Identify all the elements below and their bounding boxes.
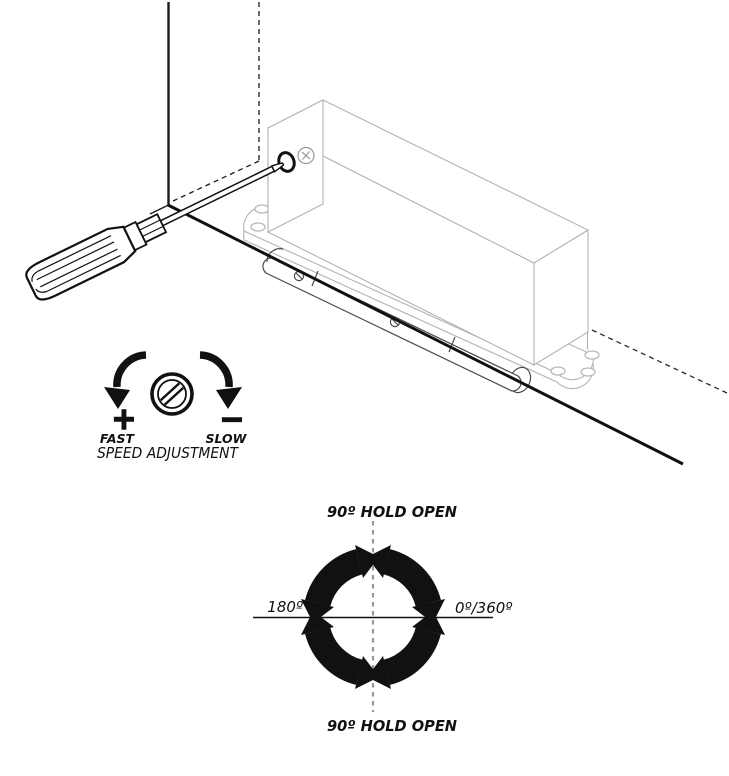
floor-line xyxy=(167,203,684,466)
door-panel xyxy=(149,2,260,215)
speed-adjustment-legend: + − FAST SLOW SPEED ADJUSTMENT xyxy=(97,351,248,462)
plus-symbol: + xyxy=(111,402,136,437)
rotation-arrowhead xyxy=(367,656,391,689)
screwdriver xyxy=(25,162,285,301)
rail-bracket xyxy=(266,248,284,263)
rotation-arrowhead xyxy=(301,611,334,635)
hold-open-bottom-label: 90º HOLD OPEN xyxy=(327,717,457,735)
minus-symbol: − xyxy=(219,402,244,437)
rail-screw-slot xyxy=(391,318,399,326)
ring-arc-sw xyxy=(305,627,363,685)
plate-hole xyxy=(254,204,270,214)
rail-screw-slot xyxy=(295,272,303,280)
hold-open-top-label: 90º HOLD OPEN xyxy=(327,503,457,521)
slow-label: SLOW xyxy=(206,431,248,446)
rotation-ring xyxy=(305,549,441,685)
plate-hole xyxy=(550,366,566,376)
floor-hidden-line xyxy=(591,329,728,394)
closer-body xyxy=(266,99,590,366)
door-bottom-edge xyxy=(149,204,169,215)
fast-label: FAST xyxy=(100,431,136,446)
installation-drawing xyxy=(25,2,728,466)
rotation-arrowhead xyxy=(367,545,391,578)
rotation-diagram: 90º HOLD OPEN 90º HOLD OPEN 180º 0º/360º xyxy=(253,503,512,735)
rotation-arrowhead xyxy=(412,611,445,635)
angle-0-360-label: 0º/360º xyxy=(455,599,512,617)
door-hidden-bottom-edge xyxy=(172,160,260,202)
screw-icon xyxy=(150,372,194,416)
ccw-arrow-icon xyxy=(113,351,147,388)
screwdriver-handle xyxy=(25,225,137,301)
cw-arrow-icon xyxy=(199,351,233,388)
screwdriver-handle-flutes xyxy=(31,235,121,293)
plate-hole xyxy=(580,367,596,377)
rotation-arrowhead xyxy=(301,599,334,623)
mounting-plate-screw-holes xyxy=(250,204,600,377)
rotation-arrowhead xyxy=(412,599,445,623)
ccw-arrowhead-icon xyxy=(104,387,130,409)
rail-divider xyxy=(448,336,456,353)
valve-screw xyxy=(297,146,315,165)
plate-hole xyxy=(250,222,266,232)
valve-screw-cross xyxy=(302,151,310,160)
rotation-arrowheads xyxy=(301,545,445,689)
screwdriver-collar-facet xyxy=(142,225,164,237)
screwdriver-collar-facet xyxy=(139,219,161,231)
plate-hole xyxy=(584,350,600,360)
closer-left-end-face xyxy=(267,99,324,233)
rotation-arrowhead xyxy=(355,545,379,578)
rotation-arrowhead xyxy=(355,656,379,689)
ring-arc-se xyxy=(383,627,441,685)
angle-180-label: 180º xyxy=(267,598,303,616)
cw-arrowhead-icon xyxy=(216,387,242,409)
speed-adjustment-caption: SPEED ADJUSTMENT xyxy=(97,444,239,462)
screw-inner-ring xyxy=(157,379,187,409)
ring-arc-ne xyxy=(383,549,441,607)
ring-arc-nw xyxy=(305,549,363,607)
